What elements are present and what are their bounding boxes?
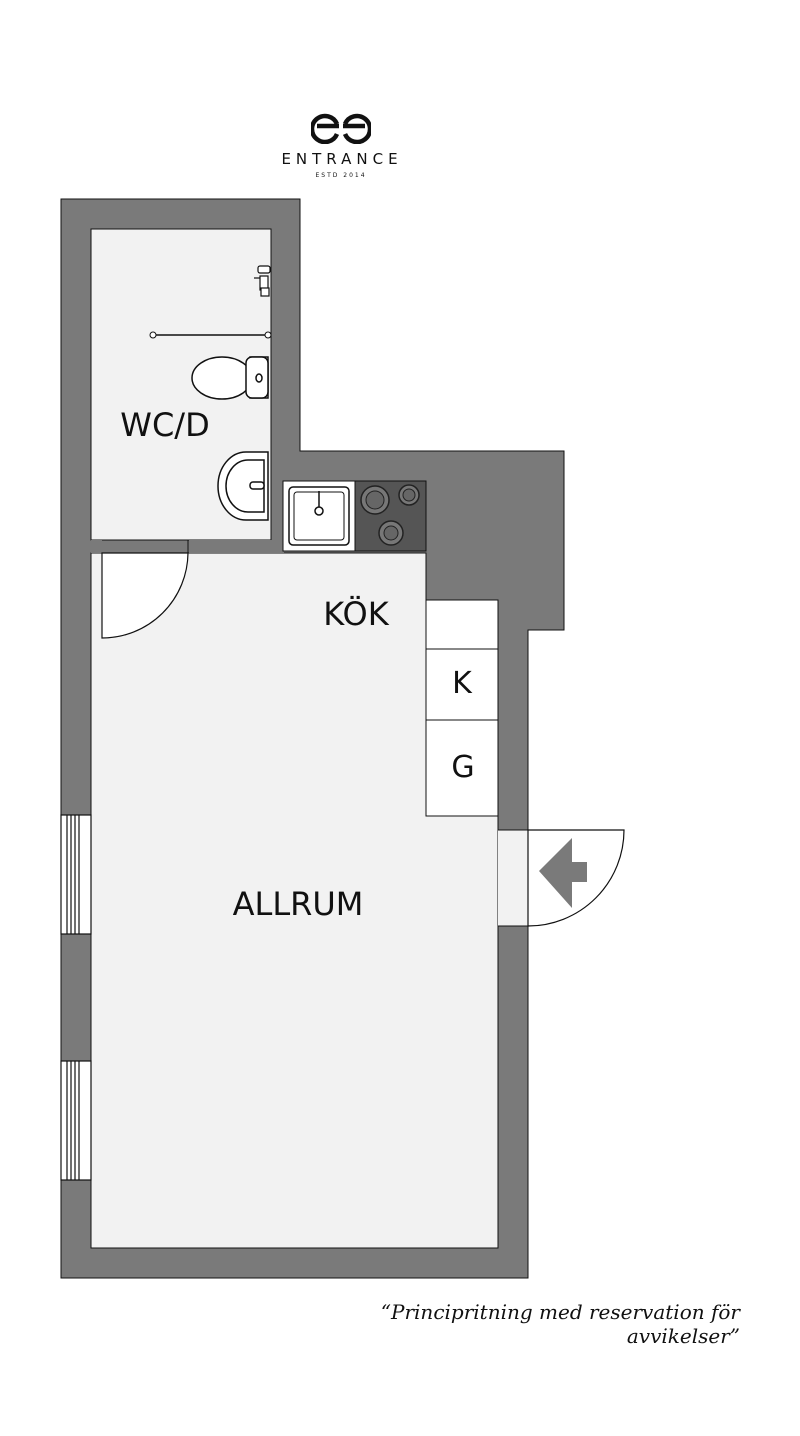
toilet-icon [191, 356, 269, 400]
brand-estd: ESTD 2014 [315, 172, 367, 179]
window [60, 814, 92, 935]
fridge-label: K [452, 666, 473, 701]
arrow-left-icon [539, 838, 587, 908]
entrance-monogram-icon [311, 113, 371, 144]
shower-head-icon [254, 265, 271, 297]
kitchen-label: KÖK [323, 595, 389, 633]
wc-door[interactable] [101, 552, 189, 639]
wc-label: WC/D [120, 406, 209, 444]
wc-partition-wall [189, 540, 284, 553]
stove-burner-icon [365, 490, 385, 510]
brand-name: ENTRANCE [281, 150, 403, 168]
living-label: ALLRUM [233, 885, 364, 923]
shower-rail-end-icon [264, 331, 272, 339]
kitchen-counter-top [425, 599, 499, 650]
fridge-cabinet [425, 648, 499, 721]
brand-header: ENTRANCE ESTD 2014 [0, 96, 800, 196]
freezer-cabinet [425, 719, 499, 817]
entrance-opening [498, 830, 529, 926]
freezer-label: G [451, 750, 474, 785]
disclaimer-text: “Principritning med reservation för avvi… [380, 1300, 740, 1348]
stove-burner-icon [402, 488, 416, 502]
wc-sink-icon [217, 451, 269, 521]
stove-burner-icon [383, 525, 399, 541]
window [60, 1060, 92, 1181]
wc-partition-wall-left [91, 540, 102, 553]
shower-rail-end-icon [149, 331, 157, 339]
